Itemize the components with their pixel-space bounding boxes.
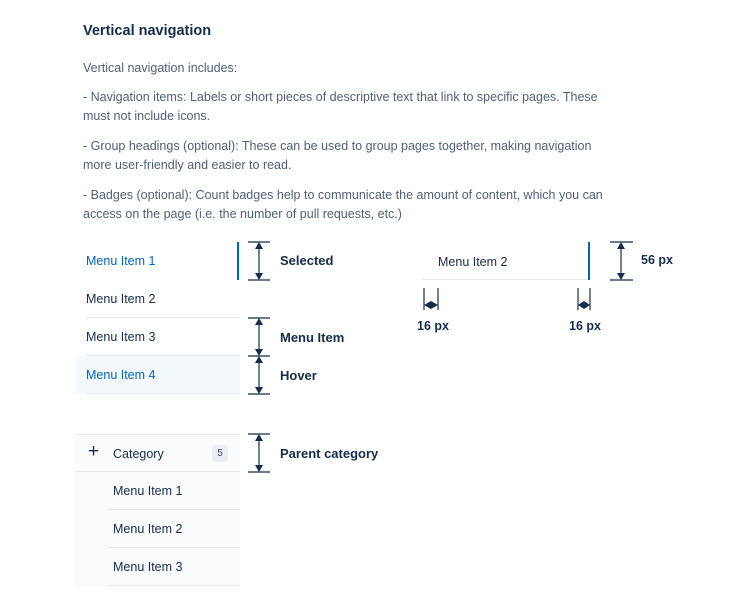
annotation-parent-category: Parent category bbox=[280, 446, 379, 461]
spec-dimension-markers bbox=[423, 241, 633, 310]
divider bbox=[107, 547, 240, 548]
page-title: Vertical navigation bbox=[83, 23, 212, 39]
count-badge: 5 bbox=[212, 445, 228, 462]
dimension-markers bbox=[248, 241, 270, 473]
annotation-selected: Selected bbox=[280, 253, 334, 268]
divider bbox=[86, 393, 240, 394]
nav-item-label: Menu Item 2 bbox=[86, 292, 156, 306]
category-child-item[interactable]: Menu Item 1 bbox=[75, 472, 240, 510]
spec-item-label: Menu Item 2 bbox=[438, 255, 508, 269]
category-header[interactable]: + Category 5 bbox=[75, 434, 240, 472]
nav-item-label: Menu Item 1 bbox=[86, 254, 156, 268]
annotation-hover: Hover bbox=[280, 368, 317, 383]
category-child-item[interactable]: Menu Item 2 bbox=[75, 510, 240, 548]
nav-item[interactable]: Menu Item 3 bbox=[75, 318, 240, 356]
plus-icon: + bbox=[88, 441, 100, 462]
badges-description: - Badges (optional): Count badges help t… bbox=[83, 188, 603, 221]
spec-padding-right-label: 16 px bbox=[569, 319, 601, 333]
spec-height-label: 56 px bbox=[641, 253, 673, 267]
selected-indicator bbox=[237, 242, 239, 280]
divider bbox=[107, 585, 240, 586]
category-child-item[interactable]: Menu Item 3 bbox=[75, 548, 240, 586]
nav-items-description: - Navigation items: Labels or short piec… bbox=[83, 90, 598, 123]
group-headings-description: - Group headings (optional): These can b… bbox=[83, 139, 592, 172]
divider bbox=[107, 509, 240, 510]
spec-nav-item: Menu Item 2 bbox=[422, 242, 590, 280]
nav-item-hover[interactable]: Menu Item 4 bbox=[75, 356, 240, 394]
nav-item-label: Menu Item 1 bbox=[113, 484, 183, 498]
divider bbox=[86, 317, 240, 318]
nav-item-label: Menu Item 4 bbox=[86, 368, 156, 382]
nav-item-label: Menu Item 3 bbox=[113, 560, 183, 574]
nav-item-selected[interactable]: Menu Item 1 bbox=[75, 242, 240, 280]
nav-item-label: Menu Item 2 bbox=[113, 522, 183, 536]
category-label: Category bbox=[113, 447, 164, 461]
divider bbox=[86, 355, 240, 356]
intro-text: Vertical navigation includes: bbox=[83, 61, 238, 75]
divider bbox=[422, 279, 590, 280]
spec-padding-left-label: 16 px bbox=[417, 319, 449, 333]
nav-item[interactable]: Menu Item 2 bbox=[75, 280, 240, 318]
nav-item-label: Menu Item 3 bbox=[86, 330, 156, 344]
selected-indicator bbox=[588, 242, 590, 280]
annotation-menu-item: Menu Item bbox=[280, 330, 345, 345]
